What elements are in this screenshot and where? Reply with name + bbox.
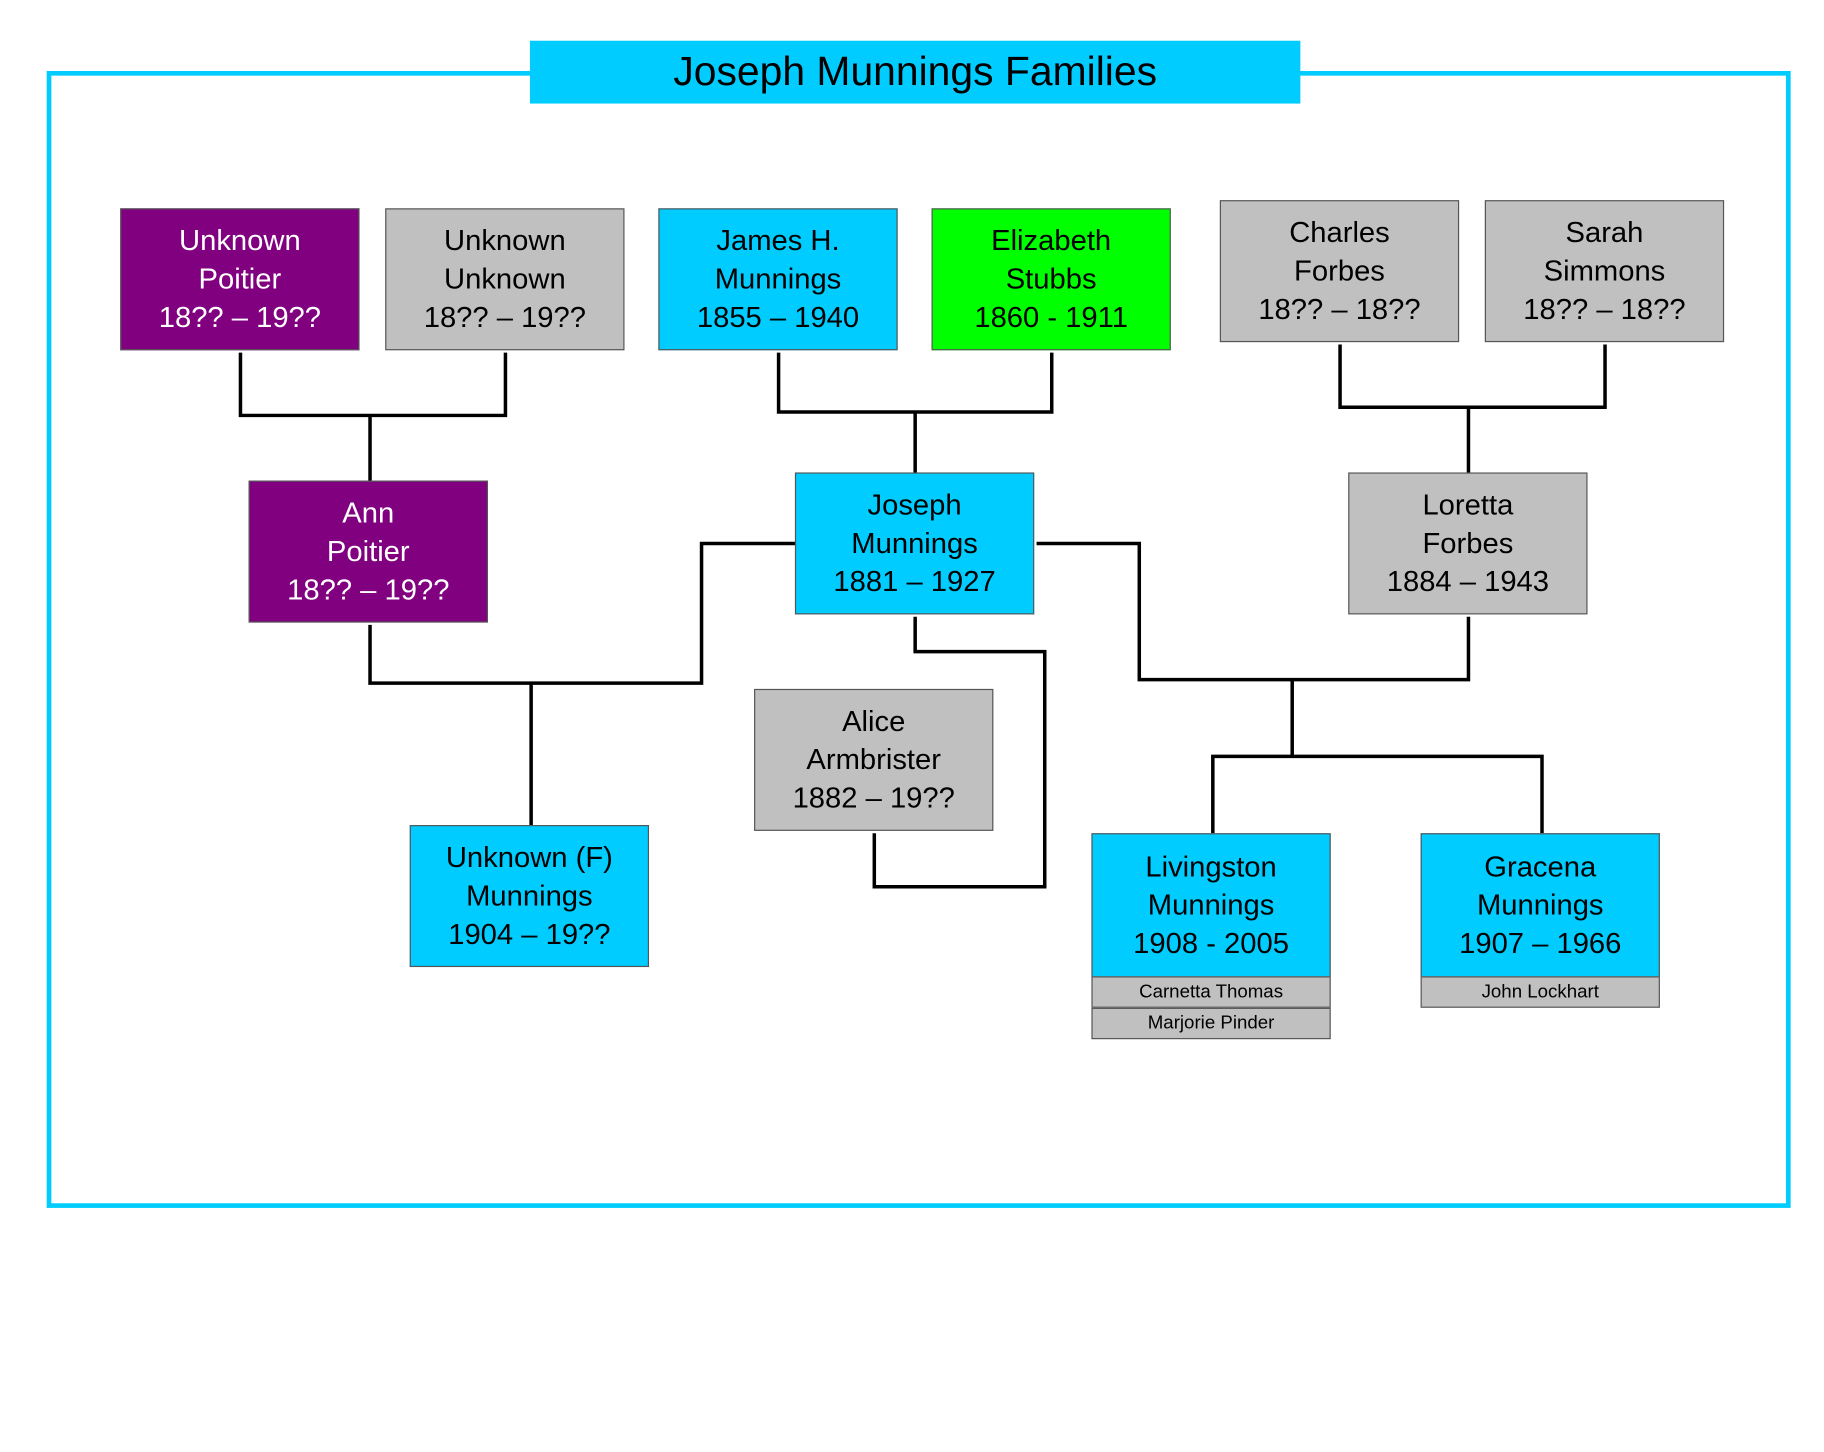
life-dates: 1860 - 1911 [974,300,1128,334]
connector-munnings-parents [776,352,1054,473]
person-alice-armbrister: Alice Armbrister 1882 – 19?? [754,688,994,831]
connector-lines [238,344,1607,889]
person-james-munnings: James H. Munnings 1855 – 1940 [658,208,898,351]
person-elizabeth-stubbs: Elizabeth Stubbs 1860 - 1911 [931,208,1171,351]
last-name: Stubbs [1005,262,1097,295]
last-name: Munnings [1476,888,1604,922]
spouse-john-lockhart: John Lockhart [1420,976,1660,1008]
first-name: Ann [342,496,395,529]
connector-poitier-parents [238,352,508,481]
life-dates: 18?? – 19?? [423,300,587,334]
connector-joseph-loretta-children [1036,541,1544,834]
connector-joseph-alice [872,616,1047,889]
last-name: Forbes [1422,526,1514,560]
first-name: Elizabeth [991,224,1112,257]
connector-ann-joseph-child [368,541,797,826]
person-unknown-unknown: Unknown Unknown 18?? – 19?? [385,208,625,351]
first-name: Unknown [444,224,566,257]
first-name: Gracena [1484,850,1597,883]
life-dates: 1855 – 1940 [696,300,860,334]
last-name: Armbrister [806,743,942,776]
life-dates: 18?? – 19?? [287,573,450,606]
last-name: Munnings [851,526,978,560]
life-dates: 1881 – 1927 [833,564,996,598]
last-name: Munnings [714,262,842,295]
spouse-carnetta-thomas: Carnetta Thomas [1091,976,1331,1008]
life-dates: 1904 – 19?? [448,917,611,951]
person-unknown-poitier: Unknown Poitier 18?? – 19?? [120,208,360,351]
life-dates: 18?? – 19?? [158,300,322,334]
last-name: Munnings [1147,888,1275,922]
life-dates: 1907 – 1966 [1459,926,1622,960]
diagram-title: Joseph Munnings Families [529,40,1301,104]
person-ann-poitier: Ann Poitier 18?? – 19?? [248,480,488,623]
life-dates: 1884 – 1943 [1386,564,1550,598]
first-name: Livingston [1145,850,1277,883]
last-name: Simmons [1543,254,1666,287]
first-name: Loretta [1422,488,1514,521]
person-sarah-simmons: Sarah Simmons 18?? – 18?? [1484,200,1725,343]
life-dates: 18?? – 18?? [1258,292,1421,326]
first-name: Unknown [179,224,301,257]
life-dates: 1882 – 19?? [792,781,955,815]
last-name: Poitier [326,534,410,568]
first-name: Joseph [867,488,962,521]
first-name: James H. [716,224,840,257]
connector-forbes-parents [1338,344,1607,473]
person-livingston-munnings: Livingston Munnings 1908 - 2005 [1091,833,1331,978]
first-name: Sarah [1565,215,1644,249]
last-name: Forbes [1294,254,1385,287]
person-joseph-munnings: Joseph Munnings 1881 – 1927 [794,472,1035,615]
person-loretta-forbes: Loretta Forbes 1884 – 1943 [1348,472,1588,615]
person-charles-forbes: Charles Forbes 18?? – 18?? [1219,200,1460,343]
last-name: Poitier [198,262,282,295]
first-name: Charles [1289,215,1390,249]
first-name: Alice [842,704,906,738]
last-name: Munnings [466,879,593,912]
life-dates: 1908 - 2005 [1133,926,1289,960]
first-name: Unknown (F) [445,840,613,874]
life-dates: 18?? – 18?? [1523,292,1686,326]
spouse-marjorie-pinder: Marjorie Pinder [1091,1007,1331,1040]
person-unknown-f-munnings: Unknown (F) Munnings 1904 – 19?? [409,825,650,968]
person-gracena-munnings: Gracena Munnings 1907 – 1966 [1420,833,1660,978]
last-name: Unknown [444,262,566,295]
